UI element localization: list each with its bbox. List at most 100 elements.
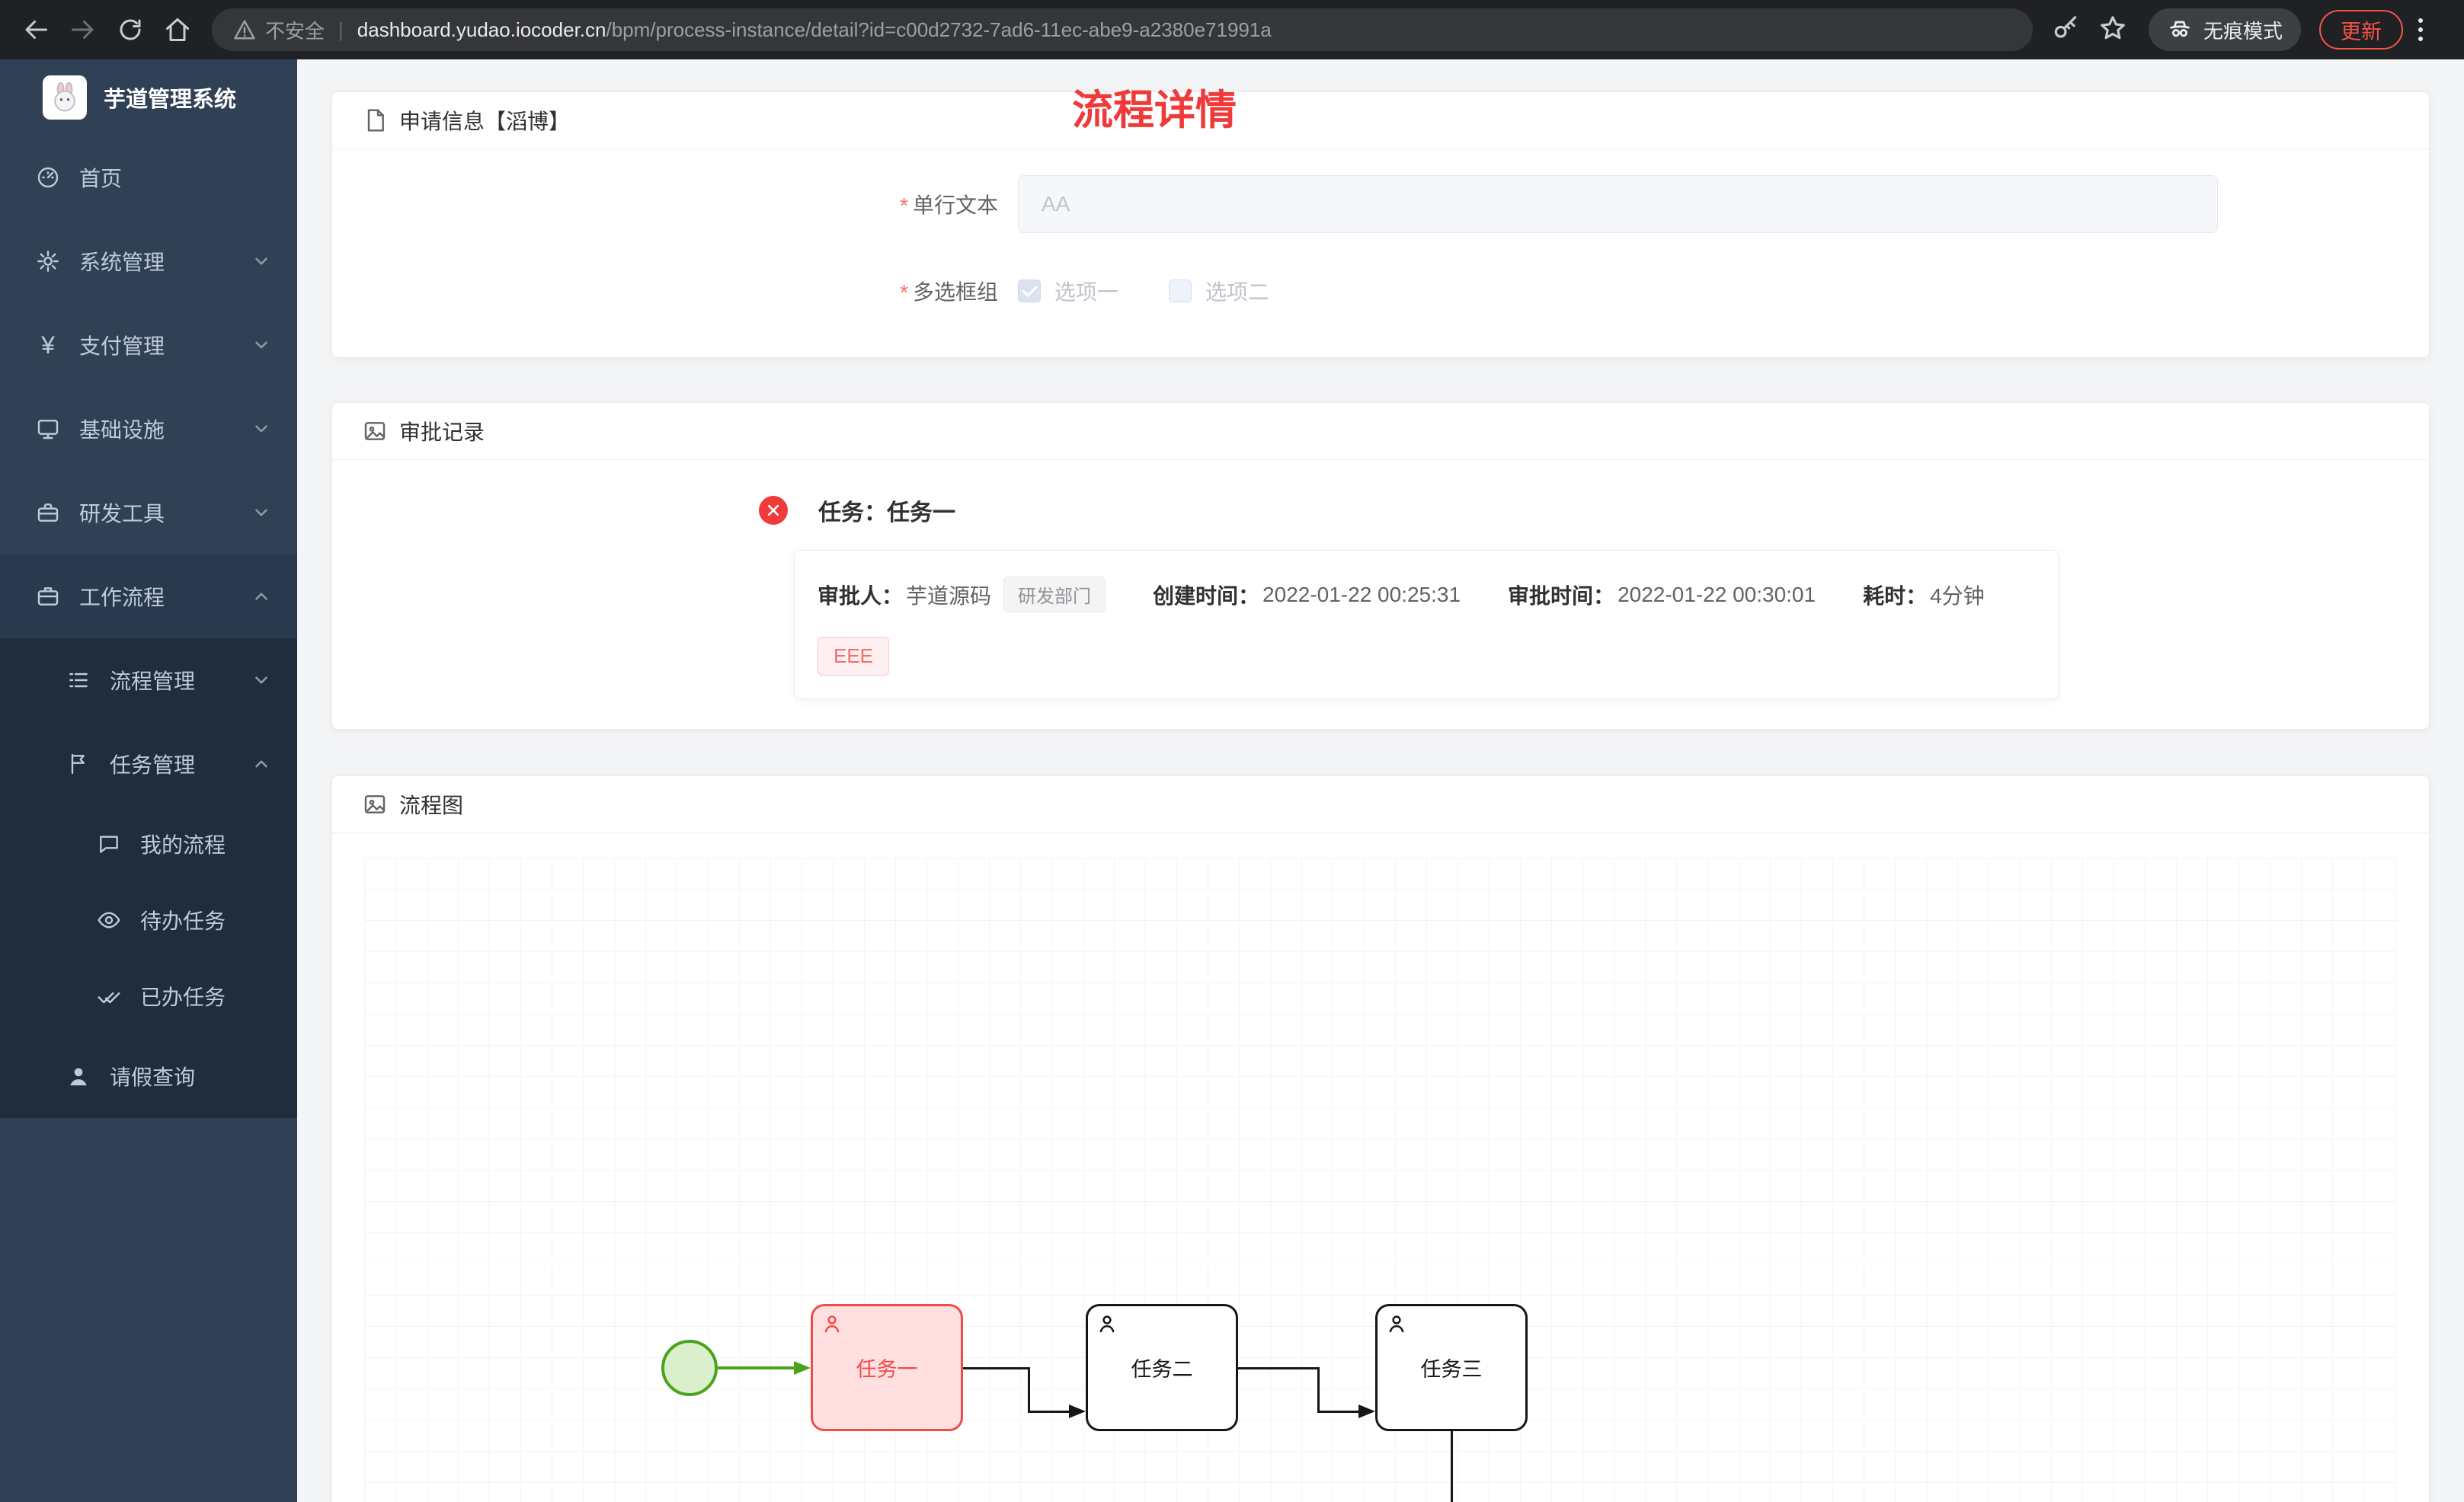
bookmark-button[interactable] bbox=[2098, 14, 2127, 46]
update-chrome-button[interactable]: 更新 bbox=[2319, 10, 2404, 50]
url-separator: | bbox=[338, 18, 344, 41]
sidebar-item-label: 首页 bbox=[79, 167, 123, 190]
chevron-up-icon bbox=[251, 586, 271, 606]
field-label-checkbox: *多选框组 bbox=[900, 280, 998, 304]
apply-info-card: 申请信息【滔博】 *单行文本 *多选框组 选项一 bbox=[331, 91, 2430, 358]
start-event-node[interactable] bbox=[661, 1340, 718, 1396]
flow-arrowhead bbox=[794, 1361, 811, 1375]
sidebar-item-task-mgmt[interactable]: 任务管理 bbox=[0, 722, 297, 806]
flow-line bbox=[718, 1366, 794, 1369]
list-icon bbox=[66, 667, 91, 693]
app-title: 芋道管理系统 bbox=[104, 88, 237, 112]
sidebar-item-system[interactable]: 系统管理 bbox=[0, 219, 297, 303]
page-title: 流程详情 bbox=[1072, 88, 1237, 133]
refresh-button[interactable] bbox=[111, 11, 149, 49]
flow-line bbox=[1317, 1367, 1320, 1413]
sidebar-item-done-tasks[interactable]: 已办任务 bbox=[0, 958, 297, 1034]
task-title: 任务：任务一 bbox=[818, 500, 955, 526]
browser-toolbar: 不安全 | dashboard.yudao.iocoder.cn /bpm/pr… bbox=[0, 0, 2464, 59]
sidebar-item-home[interactable]: 首页 bbox=[0, 136, 297, 219]
diagram-icon bbox=[364, 795, 386, 813]
comment-tag: EEE bbox=[818, 637, 890, 676]
sidebar-item-label: 基础设施 bbox=[79, 418, 165, 442]
home-button[interactable] bbox=[158, 11, 197, 49]
flow-arrowhead bbox=[1069, 1405, 1086, 1418]
incognito-icon bbox=[2170, 21, 2190, 37]
checkbox-label: 选项二 bbox=[1205, 280, 1270, 304]
flow-line bbox=[1030, 1411, 1069, 1413]
user-task-icon bbox=[1096, 1312, 1118, 1341]
flow-line bbox=[1451, 1431, 1453, 1502]
forward-arrow-icon bbox=[72, 21, 94, 39]
audit-record-header: 审批记录 bbox=[332, 403, 2429, 460]
user-task-icon bbox=[1385, 1312, 1408, 1341]
sidebar-item-leave-query[interactable]: 请假查询 bbox=[0, 1034, 297, 1118]
password-key-button[interactable] bbox=[2051, 14, 2080, 46]
sidebar-item-process-mgmt[interactable]: 流程管理 bbox=[0, 638, 297, 722]
chevron-down-icon bbox=[251, 251, 271, 271]
chat-icon bbox=[96, 831, 122, 857]
task-node-2[interactable]: 任务二 bbox=[1086, 1304, 1238, 1431]
yen-icon: ¥ bbox=[41, 331, 55, 359]
flow-arrowhead bbox=[1358, 1405, 1375, 1418]
gear-icon bbox=[35, 248, 61, 274]
monitor-icon bbox=[35, 416, 61, 442]
update-label: 更新 bbox=[2341, 20, 2382, 43]
sidebar-item-payment[interactable]: ¥ 支付管理 bbox=[0, 303, 297, 387]
checkbox-label: 选项一 bbox=[1054, 280, 1119, 304]
process-diagram-header: 流程图 bbox=[332, 776, 2429, 833]
chevron-down-icon bbox=[251, 670, 271, 690]
process-diagram-card: 流程图 任务一 bbox=[331, 775, 2430, 1502]
flag-icon bbox=[66, 751, 91, 777]
create-time-field: 创建时间： 2022-01-22 00:25:31 bbox=[1153, 582, 1461, 608]
sidebar-item-label: 我的流程 bbox=[140, 833, 226, 857]
refresh-icon bbox=[120, 19, 141, 40]
forward-button[interactable] bbox=[64, 11, 102, 49]
sidebar-item-label: 系统管理 bbox=[79, 251, 165, 274]
record-icon bbox=[364, 422, 386, 440]
incognito-badge[interactable]: 无痕模式 bbox=[2149, 8, 2302, 51]
single-line-text-input[interactable] bbox=[1018, 175, 2218, 233]
document-icon bbox=[367, 109, 384, 132]
home-icon bbox=[166, 18, 189, 41]
audit-record-card: 审批记录 任务：任务一 审批人： 芋道源码 研发部门 bbox=[331, 402, 2430, 730]
browser-menu-button[interactable] bbox=[2418, 18, 2424, 41]
process-diagram-title: 流程图 bbox=[399, 794, 464, 817]
dashboard-icon bbox=[35, 165, 61, 190]
sidebar-item-my-process[interactable]: 我的流程 bbox=[0, 806, 297, 882]
task-node-3[interactable]: 任务三 bbox=[1375, 1304, 1528, 1431]
create-time-value: 2022-01-22 00:25:31 bbox=[1262, 582, 1461, 606]
sidebar-item-label: 已办任务 bbox=[140, 986, 226, 1009]
address-bar[interactable]: 不安全 | dashboard.yudao.iocoder.cn /bpm/pr… bbox=[212, 8, 2033, 51]
apply-info-header: 申请信息【滔博】 bbox=[332, 92, 2429, 149]
url-path: /bpm/process-instance/detail?id=c00d2732… bbox=[606, 18, 1272, 41]
dept-tag: 研发部门 bbox=[1003, 577, 1106, 612]
task-node-label: 任务一 bbox=[856, 1358, 918, 1381]
back-button[interactable] bbox=[17, 11, 55, 49]
sidebar-item-todo-tasks[interactable]: 待办任务 bbox=[0, 882, 297, 958]
checkbox-option-2[interactable]: 选项二 bbox=[1169, 276, 1269, 306]
task-node-1[interactable]: 任务一 bbox=[811, 1304, 963, 1431]
chevron-down-icon bbox=[251, 503, 271, 523]
sidebar-item-infra[interactable]: 基础设施 bbox=[0, 387, 297, 471]
warning-icon bbox=[234, 20, 255, 40]
bpmn-canvas[interactable]: 任务一 任务二 bbox=[364, 858, 2397, 1502]
audit-record-title: 审批记录 bbox=[399, 420, 485, 444]
audit-detail-row: 审批人： 芋道源码 研发部门 创建时间： 2022-01-22 00:25:31… bbox=[818, 577, 2040, 612]
flow-line bbox=[963, 1367, 1030, 1369]
checkbox-option-1[interactable]: 选项一 bbox=[1018, 276, 1118, 306]
flow-line bbox=[1028, 1367, 1030, 1413]
field-label-text: *单行文本 bbox=[900, 193, 998, 217]
flow-line bbox=[1238, 1367, 1317, 1369]
sidebar-item-workflow[interactable]: 工作流程 bbox=[0, 554, 297, 638]
eye-icon bbox=[96, 907, 122, 933]
reject-status-icon bbox=[759, 496, 788, 525]
back-arrow-icon bbox=[25, 21, 47, 39]
sidebar-item-label: 研发工具 bbox=[79, 502, 165, 526]
sidebar-item-label: 待办任务 bbox=[140, 909, 226, 933]
sidebar-item-devtools[interactable]: 研发工具 bbox=[0, 471, 297, 554]
person-icon bbox=[66, 1063, 91, 1089]
app-logo: 芋道管理系统 bbox=[0, 59, 297, 136]
duration-field: 耗时： 4分钟 bbox=[1863, 580, 1985, 610]
checkbox-group: 选项一 选项二 bbox=[1018, 276, 1269, 306]
